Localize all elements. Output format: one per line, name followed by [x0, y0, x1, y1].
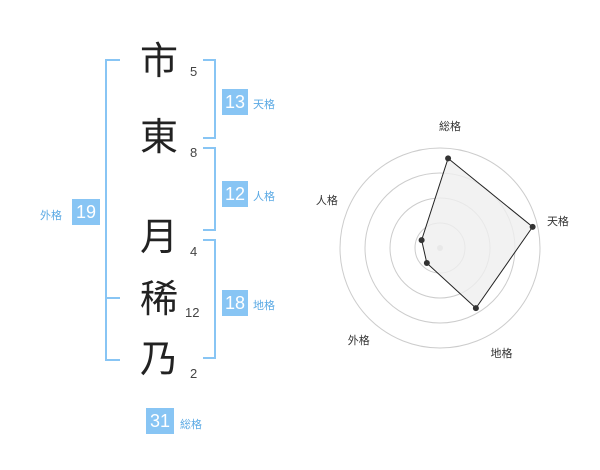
jinkaku-label: 人格 — [253, 190, 275, 203]
stroke-count-5: 2 — [190, 366, 198, 381]
gaikaku-bracket — [105, 59, 120, 361]
radar-ring — [339, 147, 541, 349]
gaikaku-value: 19 — [72, 199, 100, 225]
radar-axis-label-chikaku: 地格 — [490, 346, 513, 360]
soukaku-label: 総格 — [180, 418, 202, 431]
gaikaku-label: 外格 — [40, 209, 62, 222]
chikaku-label: 地格 — [253, 299, 275, 312]
chikaku-bracket — [203, 239, 216, 359]
jinkaku-value: 12 — [222, 181, 248, 207]
name-char-5: 乃 — [140, 337, 179, 381]
stroke-count-3: 4 — [190, 244, 198, 259]
stroke-count-2: 8 — [190, 145, 198, 160]
radar-axis-label-gaikaku: 外格 — [347, 333, 370, 347]
name-char-1: 市 — [140, 39, 179, 83]
radar-axis-label-tenkaku: 天格 — [546, 214, 569, 228]
stroke-count-1: 5 — [190, 64, 198, 79]
chikaku-value: 18 — [222, 290, 248, 316]
tenkaku-label: 天格 — [253, 98, 275, 111]
name-char-2: 東 — [140, 115, 179, 159]
name-char-4: 稀 — [140, 277, 179, 321]
tenkaku-bracket — [203, 59, 216, 139]
jinkaku-bracket — [203, 147, 216, 231]
radar-series-polygon — [421, 157, 534, 309]
soukaku-value: 31 — [146, 408, 174, 434]
stroke-count-4: 12 — [185, 305, 200, 320]
tenkaku-value: 13 — [222, 89, 248, 115]
name-char-3: 月 — [140, 215, 179, 259]
radar-axis-label-jinkaku: 人格 — [315, 194, 338, 208]
radar-point-2 — [472, 305, 479, 312]
radar-axis-label-soukaku: 総格 — [438, 120, 461, 134]
radar-point-0 — [445, 155, 452, 162]
radar-point-4 — [418, 237, 425, 244]
radar-point-3 — [423, 260, 430, 267]
radar-point-1 — [529, 223, 536, 230]
